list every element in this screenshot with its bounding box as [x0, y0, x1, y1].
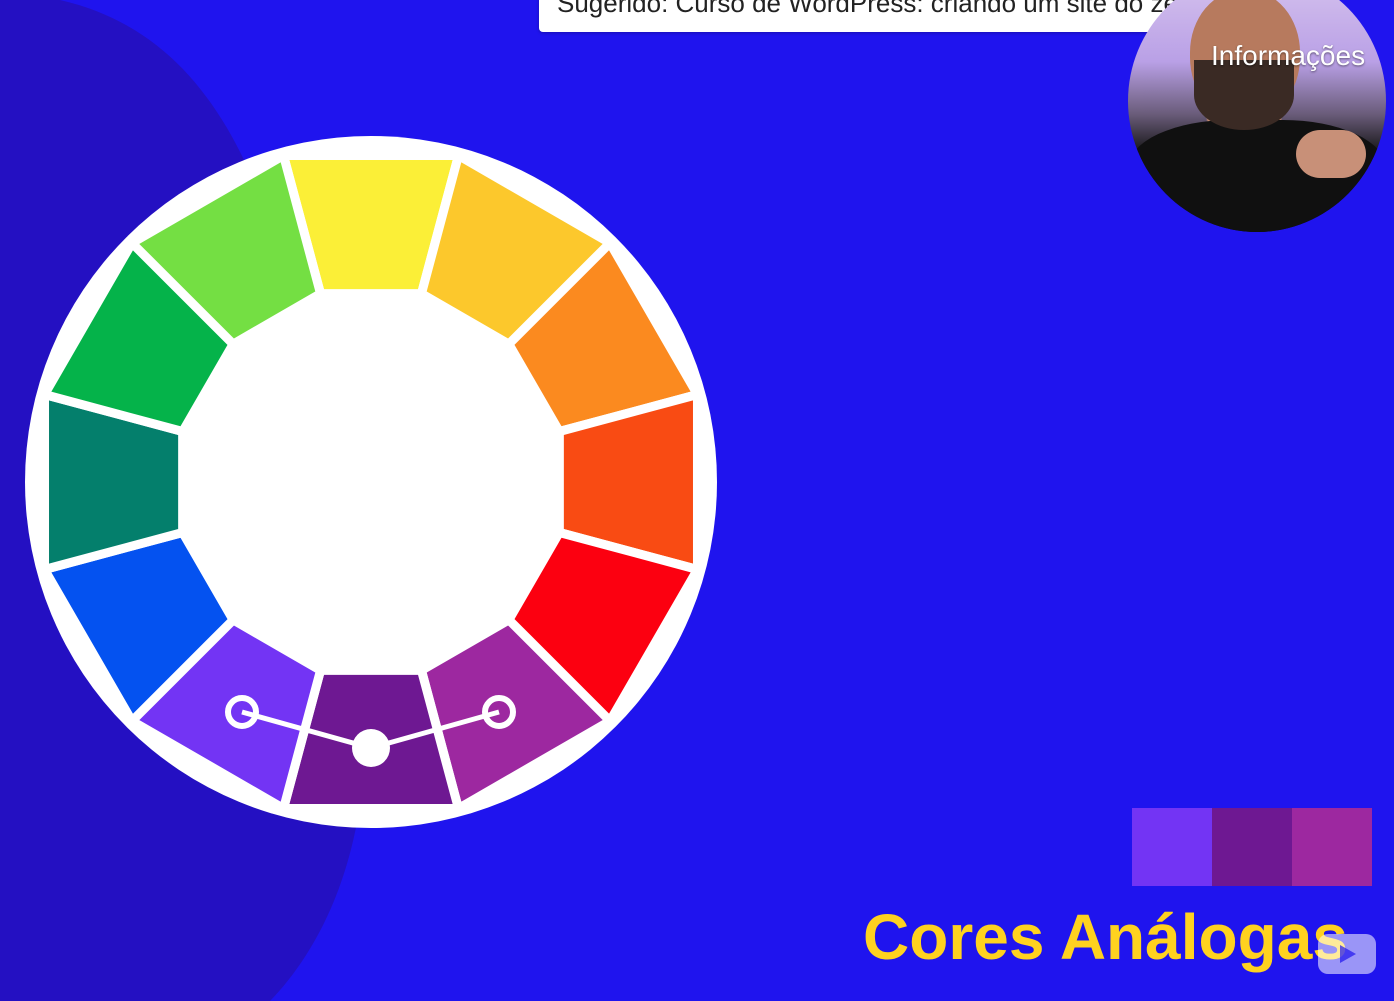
presenter-avatar[interactable] [1128, 0, 1386, 232]
wheel-segment-yellow-green [127, 151, 326, 349]
palette-swatch-2 [1212, 808, 1292, 886]
palette-swatch-1 [1132, 808, 1212, 886]
presenter-hand [1296, 130, 1366, 178]
palette-swatch-3 [1292, 808, 1372, 886]
slide-title: Cores Análogas [863, 901, 1348, 973]
play-logo-icon[interactable] [1318, 934, 1376, 974]
analogous-marker-left [225, 695, 259, 729]
presenter-beard [1194, 60, 1294, 130]
analogous-marker-right [482, 695, 516, 729]
analogous-marker-center [352, 729, 390, 767]
info-label[interactable]: Informações [1211, 40, 1366, 71]
suggested-video-text[interactable]: Sugerido: Curso de WordPress: criando um… [557, 0, 1202, 18]
